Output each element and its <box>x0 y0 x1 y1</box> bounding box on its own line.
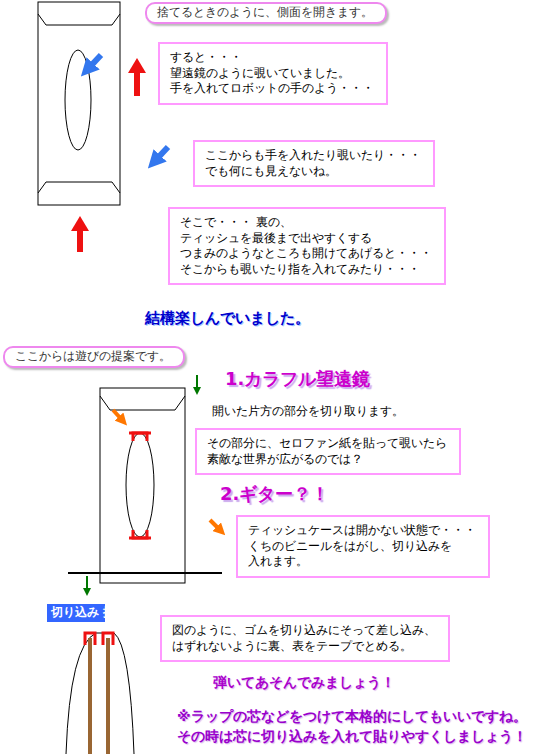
step-pill: ここからは遊びの提案です。 <box>3 346 185 368</box>
section-heading: 2.ギター？！ <box>220 482 332 505</box>
tissue-box <box>100 388 185 583</box>
box-text: 捨てるときのように、側面を開きます。 <box>157 5 375 21</box>
note-box: すると・・・ 望遠鏡のように覗いていました。 手を入れてロボットの手のよう・・・ <box>158 42 388 105</box>
blue-arrow <box>87 55 168 162</box>
green-arrow <box>87 375 197 592</box>
slit-mark <box>85 633 113 645</box>
step-pill: 捨てるときのように、側面を開きます。 <box>145 2 387 24</box>
enlarged-view <box>66 633 134 754</box>
box-text: ここからも手を入れたり覗いたり・・・ でも何にも見えないね。 <box>205 148 423 179</box>
box-text: 図のように、ゴムを切り込みにそって差し込み、 はずれないように裏、表をテープでと… <box>172 623 438 654</box>
tissue-box <box>38 2 120 205</box>
box-text: ここからは遊びの提案です。 <box>15 349 173 365</box>
note-box: 図のように、ゴムを切り込みにそって差し込み、 はずれないように裏、表をテープでと… <box>160 615 450 662</box>
cut-line <box>68 572 222 574</box>
instruction-text: 開いた片方の部分を切り取ります。 <box>212 404 406 420</box>
box-text: その部分に、セロファン紙を貼って覗いたら 素敵な世界が広がるのでは？ <box>207 436 449 467</box>
slit-mark <box>129 433 151 538</box>
call-text: 弾いてあそんでみましょう！ <box>213 673 397 691</box>
red-arrow <box>71 58 146 252</box>
note-box: ここからも手を入れたり覗いたり・・・ でも何にも見えないね。 <box>193 140 435 187</box>
figure-tag: 切り込み 拡大図 <box>47 604 105 622</box>
box-text: 切り込み 拡大図 <box>51 605 101 621</box>
section-heading: 1.カラフル望遠鏡 <box>225 367 373 390</box>
note-text: ※ラップの芯などをつけて本格的にしてもいいですね。 その時は芯に切り込みを入れて… <box>177 706 529 747</box>
note-box: そこで・・・ 裏の、ティッシュを最後まで出やすくする つまみのようなところも開け… <box>168 207 446 285</box>
summary-text: 結構楽しんでいました。 <box>145 309 312 329</box>
rubber-band <box>90 638 108 754</box>
box-text: そこで・・・ 裏の、ティッシュを最後まで出やすくする つまみのようなところも開け… <box>180 215 434 277</box>
note-box: その部分に、セロファン紙を貼って覗いたら 素敵な世界が広がるのでは？ <box>195 428 461 475</box>
note-box: ティッシュケースは開かない状態で・・・ くちのビニールをはがし、切り込みを 入れ… <box>236 515 490 578</box>
box-text: すると・・・ 望遠鏡のように覗いていました。 手を入れてロボットの手のよう・・・ <box>170 50 376 97</box>
box-text: ティッシュケースは開かない状態で・・・ くちのビニールをはがし、切り込みを 入れ… <box>248 523 478 570</box>
